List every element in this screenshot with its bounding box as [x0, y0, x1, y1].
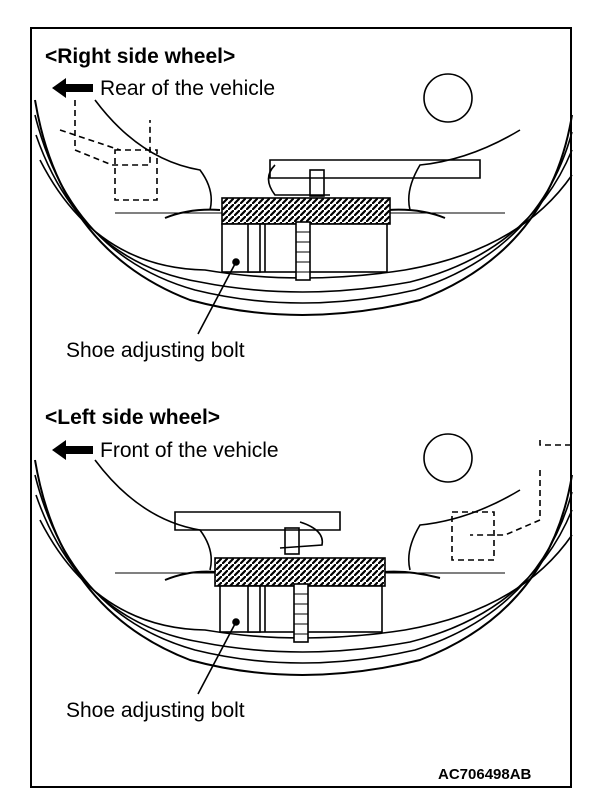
- left-arrow-icon: [52, 78, 93, 98]
- right-wheel-drawing: [34, 73, 573, 335]
- left-arrow-icon: [52, 440, 93, 460]
- right-wheel-direction-label: Rear of the vehicle: [100, 77, 276, 100]
- figure-code: AC706498AB: [438, 766, 532, 783]
- right-wheel-title: <Right side wheel>: [45, 45, 236, 68]
- left-wheel-callout-label: Shoe adjusting bolt: [66, 699, 245, 722]
- right-wheel-callout-label: Shoe adjusting bolt: [66, 339, 245, 362]
- left-wheel-drawing: [34, 433, 573, 695]
- left-wheel-direction-label: Front of the vehicle: [100, 439, 279, 462]
- left-wheel-title: <Left side wheel>: [45, 406, 221, 429]
